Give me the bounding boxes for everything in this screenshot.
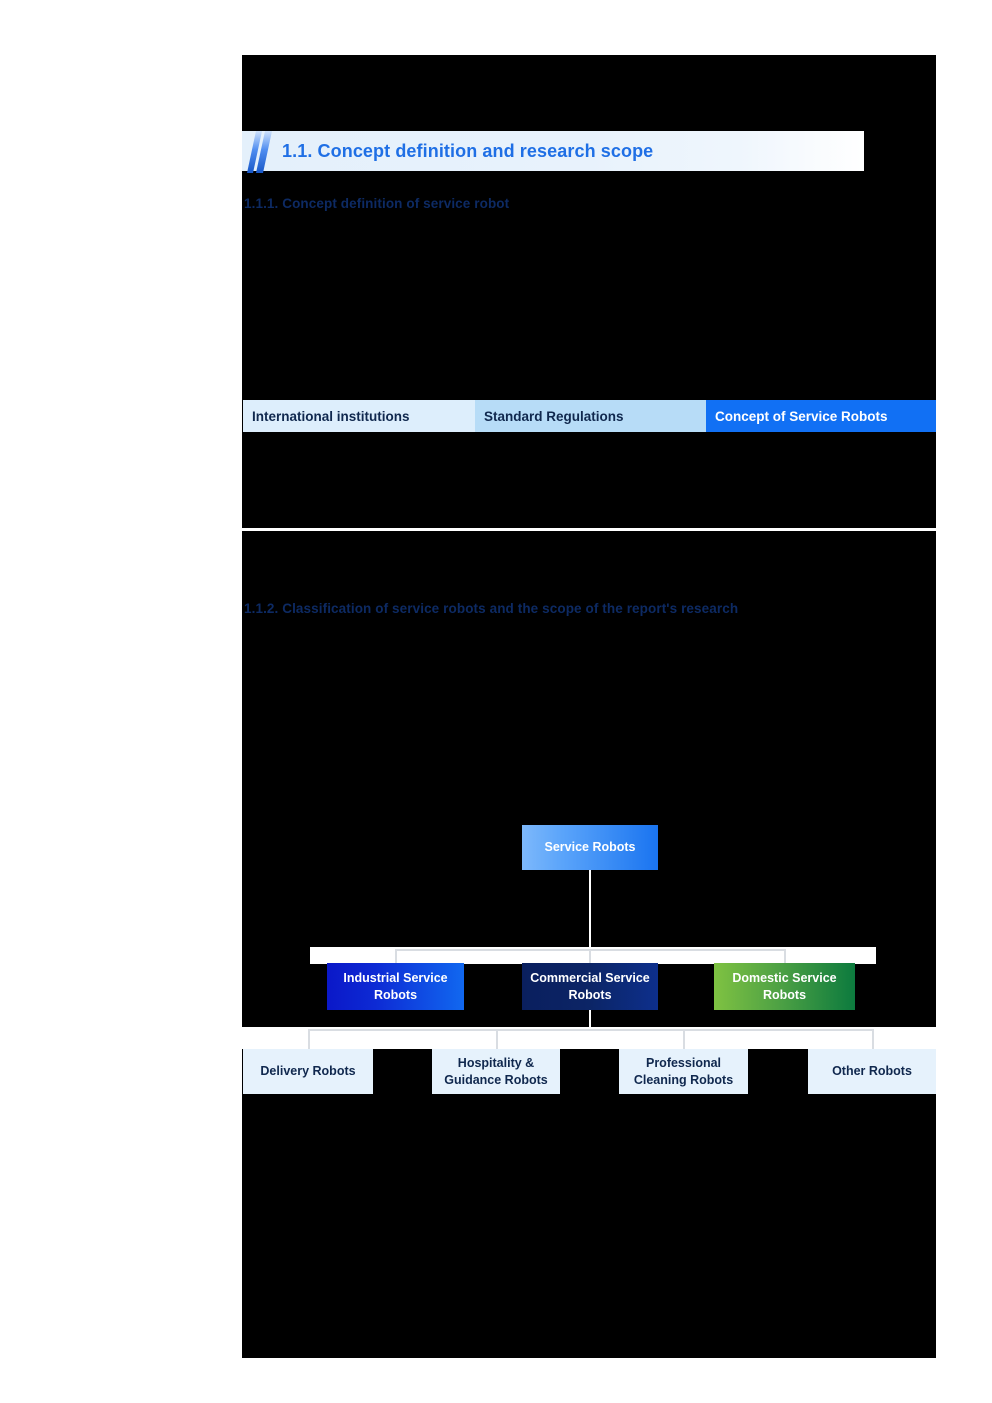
diagram-node-other-robots: Other Robots bbox=[808, 1049, 936, 1094]
connector-commercial-down bbox=[589, 1010, 591, 1031]
table-header-concept-of-service-robots: Concept of Service Robots bbox=[706, 400, 936, 432]
diagram-node-professional-cleaning-robots: Professional Cleaning Robots bbox=[619, 1049, 748, 1094]
connector-to-other bbox=[872, 1029, 874, 1050]
connector-to-commercial bbox=[589, 949, 591, 965]
connector-band-mid bbox=[310, 947, 876, 964]
connector-to-hospitality bbox=[496, 1029, 498, 1050]
connector-to-industrial bbox=[395, 949, 397, 965]
diagram-node-commercial-service-robots: Commercial Service Robots bbox=[522, 963, 658, 1010]
diagram-node-delivery-robots: Delivery Robots bbox=[243, 1049, 373, 1094]
connector-to-delivery bbox=[308, 1029, 310, 1050]
connector-level3-horizontal bbox=[308, 1029, 872, 1031]
diagram-node-domestic-service-robots: Domestic Service Robots bbox=[714, 963, 855, 1010]
table-header-row: International institutions Standard Regu… bbox=[243, 400, 936, 432]
diagram-node-industrial-service-robots: Industrial Service Robots bbox=[327, 963, 464, 1010]
section-title-bar bbox=[242, 131, 864, 171]
section-divider bbox=[242, 528, 936, 531]
subsection-heading-112: 1.1.2. Classification of service robots … bbox=[244, 601, 739, 616]
document-page: 1.1. Concept definition and research sco… bbox=[242, 55, 936, 1358]
connector-band-low bbox=[242, 1027, 936, 1049]
table-header-standard-regulations: Standard Regulations bbox=[475, 400, 706, 432]
subsection-heading-111: 1.1.1. Concept definition of service rob… bbox=[244, 196, 510, 211]
diagram-node-hospitality-guidance-robots: Hospitality & Guidance Robots bbox=[432, 1049, 560, 1094]
double-slash-icon bbox=[247, 131, 272, 173]
section-title: 1.1. Concept definition and research sco… bbox=[282, 141, 654, 161]
connector-root-down bbox=[589, 870, 591, 950]
connector-to-professional bbox=[683, 1029, 685, 1050]
service-robot-classification-diagram: Service Robots Industrial Service Robots… bbox=[242, 825, 936, 1100]
diagram-node-service-robots: Service Robots bbox=[522, 825, 658, 870]
connector-to-domestic bbox=[784, 949, 786, 965]
table-header-international-institutions: International institutions bbox=[243, 400, 475, 432]
